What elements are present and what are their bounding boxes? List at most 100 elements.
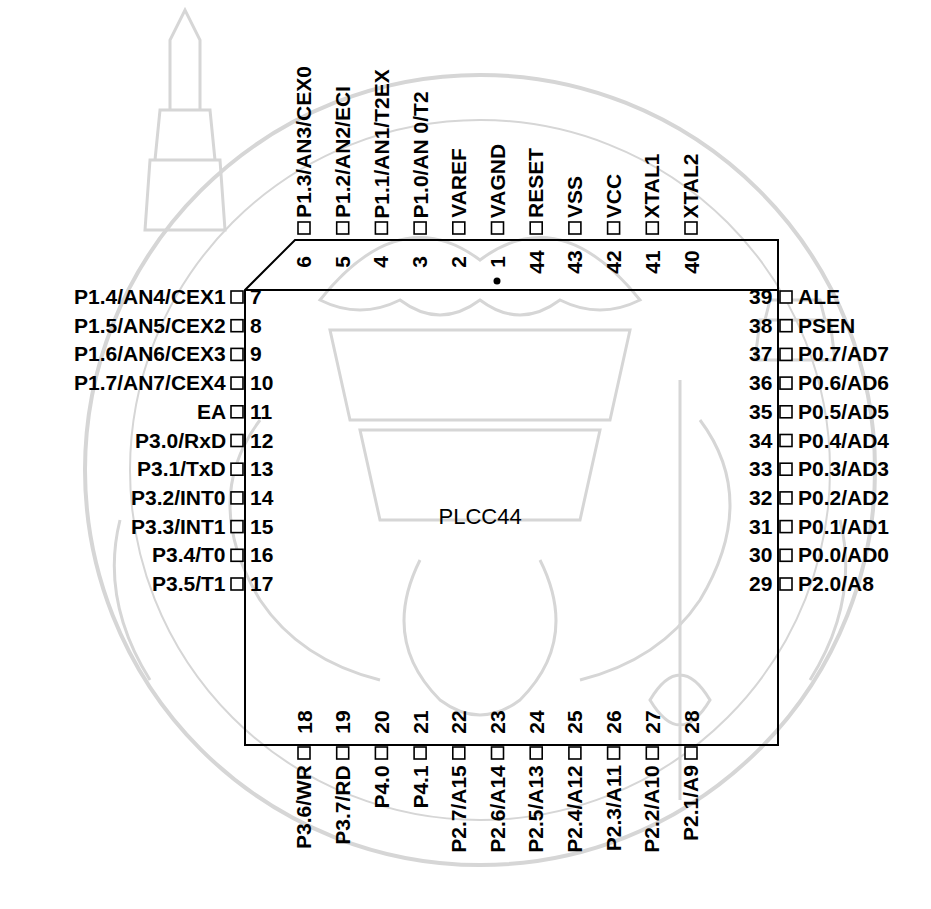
pin-number: 11 [250, 400, 272, 424]
pin-pad [530, 747, 542, 759]
pin-number: 43 [563, 250, 587, 273]
pin-name: P1.7/AN7/CEX4 [74, 371, 226, 395]
pin-pad [780, 291, 792, 303]
pin-number: 33 [749, 457, 772, 481]
pin-number: 3 [408, 256, 432, 268]
pin-pad [646, 222, 658, 234]
chip-outline [245, 240, 778, 745]
pin-name: P3.3/INT1 [131, 515, 226, 539]
pin-number: 39 [749, 285, 772, 309]
pin-name: P3.1/TxD [137, 457, 226, 481]
pin-name: VAREF [447, 148, 471, 218]
pin-pad [231, 463, 243, 475]
pin-number: 20 [370, 710, 394, 733]
pin-pad [231, 521, 243, 533]
pin-number: 44 [524, 250, 548, 273]
pin-pad [375, 747, 387, 759]
pin-number: 28 [679, 710, 703, 733]
pin-name: VCC [602, 174, 626, 218]
pin-name: P1.4/AN4/CEX1 [74, 285, 226, 309]
pin-name: P0.7/AD7 [798, 342, 889, 366]
pin-pad [780, 348, 792, 360]
pin-name: PSEN [798, 314, 855, 338]
pin-pad [375, 222, 387, 234]
pin-number: 4 [369, 256, 393, 268]
pin-name: P1.5/AN5/CEX2 [74, 314, 226, 338]
pin-pad [231, 406, 243, 418]
pin-pad [298, 222, 310, 234]
pin-pad [569, 222, 581, 234]
pin-name: EA [197, 400, 226, 424]
pin-pads [231, 222, 792, 759]
pin-pad [492, 222, 504, 234]
pin-name: P0.5/AD5 [798, 400, 889, 424]
pin-number: 2 [447, 256, 471, 268]
pin-name: P2.6/A14 [485, 765, 509, 853]
pin-name: P3.0/RxD [135, 429, 226, 453]
pin-pad [337, 222, 349, 234]
pin-number: 21 [408, 710, 432, 733]
pin-number: 40 [679, 250, 703, 273]
pin-pad [231, 492, 243, 504]
pin-name: P1.3/AN3/CEX0 [292, 66, 316, 218]
pin-pad [780, 406, 792, 418]
pin-pad [780, 435, 792, 447]
pin-pad [780, 521, 792, 533]
pin-name: P1.2/AN2/ECI [331, 86, 355, 218]
pin-pad [780, 463, 792, 475]
pin-name: VSS [563, 176, 587, 218]
pin-number: 18 [292, 710, 316, 733]
pin1-dot [494, 278, 501, 285]
pin-number: 10 [250, 371, 273, 395]
pin-number: 8 [250, 314, 262, 338]
pin-name: P1.1/AN1/T2EX [370, 69, 394, 218]
pin-pad [231, 348, 243, 360]
pin-number: 14 [250, 486, 273, 510]
pin-pad [231, 291, 243, 303]
pin-number: 38 [749, 314, 772, 338]
pin-pad [530, 222, 542, 234]
pin-pad [646, 747, 658, 759]
pin-pad [231, 578, 243, 590]
pin-number: 30 [749, 543, 772, 567]
pin-pad [780, 320, 792, 332]
pin-name: P3.7/RD [331, 765, 355, 844]
pin-pad [780, 377, 792, 389]
pin-pad [453, 222, 465, 234]
pin-name: P0.0/AD0 [798, 543, 889, 567]
pin-pad [685, 222, 697, 234]
pin-number: 15 [250, 515, 273, 539]
chip-body: PLCC44 [245, 240, 778, 745]
pin-pad [569, 747, 581, 759]
pin-number: 7 [250, 285, 262, 309]
pin-number: 23 [486, 710, 510, 733]
pin-number: 27 [640, 710, 664, 733]
pin-number: 12 [250, 429, 273, 453]
pin-name: P3.4/T0 [152, 543, 226, 567]
pin-pad [453, 747, 465, 759]
pin-name: P4.1 [408, 765, 432, 808]
pin-name: VAGND [486, 144, 510, 218]
package-name: PLCC44 [439, 504, 522, 530]
pin-name: P2.4/A12 [563, 765, 587, 853]
pin-number: 16 [250, 543, 273, 567]
pin-number: 1 [485, 256, 509, 268]
pin-pad [231, 377, 243, 389]
pin-number: 37 [749, 342, 772, 366]
pin-number: 6 [292, 256, 316, 268]
chip-body-outline [245, 240, 778, 745]
pin-name: P0.6/AD6 [798, 371, 889, 395]
pin-number: 22 [447, 710, 471, 733]
pin-pad [231, 435, 243, 447]
pin-name: RESET [524, 148, 548, 218]
pin-number: 42 [602, 250, 626, 273]
pin-name: P0.1/AD1 [798, 515, 889, 539]
pin-name: P0.2/AD2 [798, 486, 889, 510]
pin-number: 29 [749, 572, 772, 596]
pin-pad [492, 747, 504, 759]
pin-pad [298, 747, 310, 759]
pin-name: P3.2/INT0 [131, 486, 226, 510]
pin-number: 35 [749, 400, 772, 424]
pin-number: 36 [749, 371, 772, 395]
pin-number: 17 [250, 572, 273, 596]
